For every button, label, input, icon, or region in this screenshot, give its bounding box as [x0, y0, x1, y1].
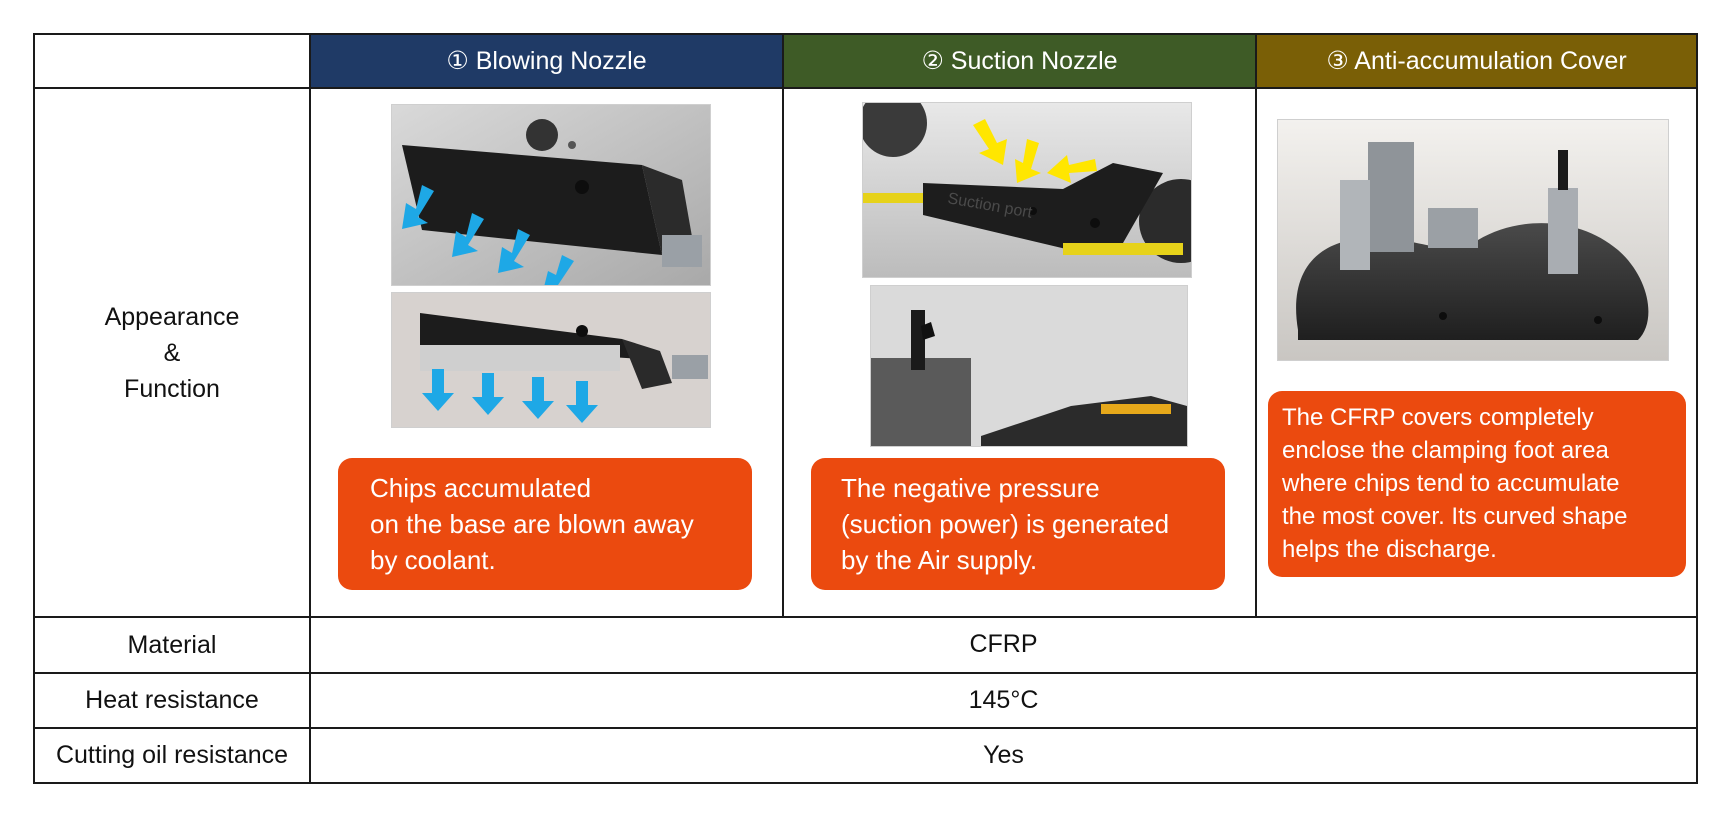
header-anti-accumulation-cover: ③ Anti-accumulation Cover — [1255, 32, 1698, 90]
header-empty-cell — [33, 32, 311, 90]
cutting-oil-resistance-row: Cutting oil resistance Yes — [33, 726, 1698, 785]
blowing-callout-line1: Chips accumulated — [370, 473, 592, 504]
appearance-label-line1: Appearance — [104, 302, 240, 331]
blowing-nozzle-photo-bottom — [391, 292, 711, 429]
cover-callout-line5: helps the discharge. — [1282, 536, 1497, 564]
material-value: CFRP — [309, 616, 1698, 674]
header-blowing-nozzle: ① Blowing Nozzle — [309, 32, 784, 90]
cover-callout-line1: The CFRP covers completely — [1282, 404, 1594, 432]
appearance-label-line2: & — [163, 338, 181, 367]
blowing-arrows-top — [402, 185, 574, 286]
anti-accumulation-cover-photo — [1277, 119, 1669, 362]
header-row: ① Blowing Nozzle ② Suction Nozzle ③ Anti… — [33, 32, 1698, 90]
heat-resistance-value: 145°C — [309, 671, 1698, 729]
suction-callout-line3: by the Air supply. — [841, 545, 1038, 576]
blowing-nozzle-cell: Chips accumulated on the base are blown … — [309, 87, 784, 619]
material-row: Material CFRP — [33, 616, 1698, 674]
spec-table: ① Blowing Nozzle ② Suction Nozzle ③ Anti… — [33, 32, 1698, 785]
blowing-arrows-bottom — [422, 369, 598, 424]
suction-callout-line2: (suction power) is generated — [841, 509, 1170, 540]
suction-callout-line1: The negative pressure — [841, 473, 1100, 504]
cover-callout-line3: where chips tend to accumulate — [1282, 470, 1620, 498]
blowing-callout-line3: by coolant. — [370, 545, 496, 576]
material-label: Material — [33, 616, 311, 674]
appearance-label-line3: Function — [124, 374, 220, 403]
anti-accumulation-cover-callout: The CFRP covers completely enclose the c… — [1268, 391, 1686, 578]
heat-resistance-label: Heat resistance — [33, 671, 311, 729]
cover-callout-line4: the most cover. Its curved shape — [1282, 503, 1628, 531]
heat-resistance-row: Heat resistance 145°C — [33, 671, 1698, 729]
cutting-oil-resistance-value: Yes — [309, 726, 1698, 785]
blowing-nozzle-photo-top — [391, 104, 711, 287]
header-suction-nozzle: ② Suction Nozzle — [782, 32, 1257, 90]
cutting-oil-resistance-label: Cutting oil resistance — [33, 726, 311, 785]
appearance-label-cell: Appearance & Function — [33, 87, 311, 619]
suction-nozzle-photo-bottom — [870, 285, 1188, 448]
suction-arrows — [973, 119, 1097, 184]
anti-accumulation-cover-cell: The CFRP covers completely enclose the c… — [1255, 87, 1698, 619]
suction-nozzle-cell: Suction port — [782, 87, 1257, 619]
blowing-nozzle-callout: Chips accumulated on the base are blown … — [338, 458, 752, 591]
suction-nozzle-callout: The negative pressure (suction power) is… — [811, 458, 1225, 591]
appearance-row: Appearance & Function — [33, 87, 1698, 619]
cover-callout-line2: enclose the clamping foot area — [1282, 437, 1609, 465]
suction-nozzle-photo-top: Suction port — [862, 102, 1192, 279]
blowing-callout-line2: on the base are blown away — [370, 509, 694, 540]
